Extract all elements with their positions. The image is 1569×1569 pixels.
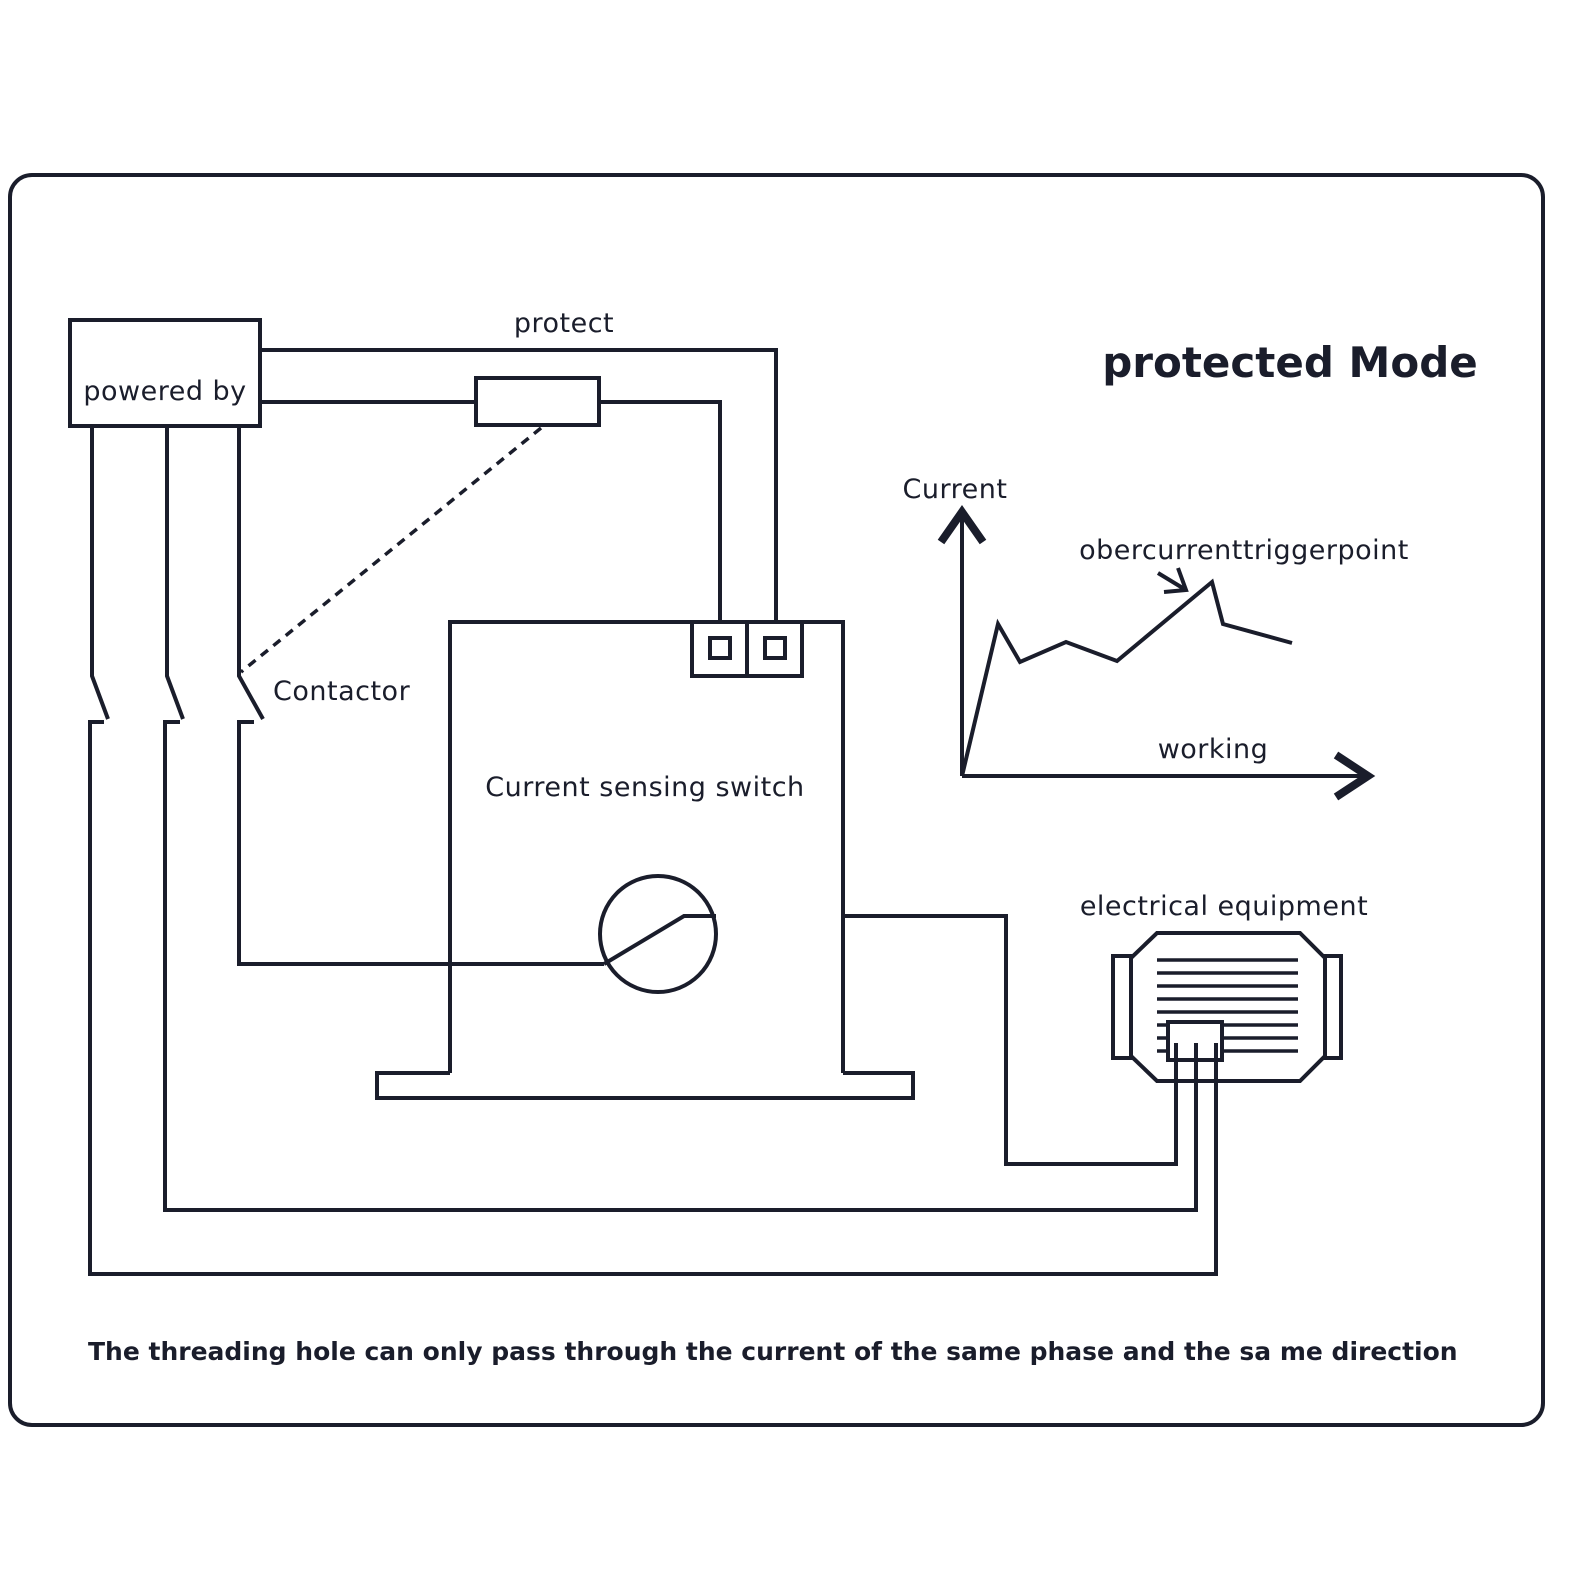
protect-wire: [260, 348, 778, 622]
graph-y-label: Current: [903, 474, 1008, 505]
terminal-right: [745, 620, 804, 678]
sensing-switch-base: [375, 1071, 915, 1100]
graph-x-label: working: [1158, 734, 1269, 765]
phase-wire-3-load: [237, 720, 450, 966]
contactor-coil: [474, 376, 601, 427]
phase-wire-2: [165, 426, 185, 720]
graph-y-arrowhead: [937, 505, 987, 545]
trigger-arrowhead: [1163, 567, 1189, 594]
power-supply-box: [68, 318, 262, 428]
diagram-title: protected Mode: [1102, 338, 1478, 387]
power-supply-label: powered by: [83, 376, 246, 407]
phase-wire-3: [237, 426, 265, 720]
terminal-left: [690, 620, 749, 678]
contactor-linkage: [239, 426, 543, 674]
coil-wire-right: [599, 400, 722, 622]
equipment-label: electrical equipment: [1080, 891, 1368, 922]
diagram-frame: [8, 173, 1545, 1427]
current-graph: Current working obercurrenttriggerpoint: [903, 474, 1409, 801]
footnote: The threading hole can only pass through…: [88, 1337, 1458, 1366]
protect-label: protect: [514, 308, 614, 339]
threading-wire-inside: [602, 914, 716, 966]
equipment-wire-3: [843, 914, 1178, 1166]
motor-body: [1129, 931, 1327, 1083]
phase-wire-2-load: [163, 720, 1198, 1212]
graph-annotation: obercurrenttriggerpoint: [1079, 535, 1409, 566]
terminal-right-screw: [763, 636, 787, 660]
current-curve: [960, 578, 1293, 777]
sensing-switch-body: [448, 620, 845, 1073]
terminal-left-screw: [708, 636, 732, 660]
threading-hole: [598, 874, 718, 994]
phase-wire-1: [90, 426, 110, 720]
motor-end-left: [1111, 954, 1133, 1060]
graph-x-arrowhead: [1333, 751, 1376, 801]
trigger-arrow: [1156, 571, 1188, 592]
motor-end-right: [1323, 954, 1343, 1060]
sensing-switch-label: Current sensing switch: [485, 772, 804, 803]
phase-wire-1-load: [88, 720, 1218, 1276]
contactor-label: Contactor: [273, 676, 411, 707]
motor-cooling-fins: [1157, 958, 1298, 1053]
